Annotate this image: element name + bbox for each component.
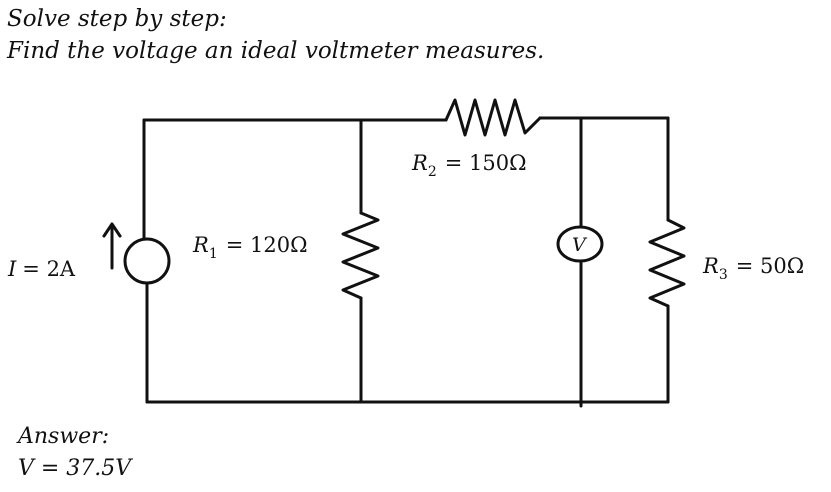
resistor-r3 [648,218,686,308]
r2-label: R2= 150Ω [411,151,527,180]
answer-value: V = 37.5V [18,456,132,481]
voltmeter-label: V [572,234,588,256]
current-source-circle [123,237,171,285]
resistor-r1 [341,211,380,300]
answer-heading: Answer: [18,424,110,449]
current-arrow [102,222,122,270]
prompt-line-1: Solve step by step: [7,6,227,32]
r1-label: R1= 120Ω [192,233,308,262]
r3-label: R3= 50Ω [702,254,804,283]
prompt-line-2: Find the voltage an ideal voltmeter meas… [7,38,545,64]
resistor-r2 [444,98,542,137]
current-label: I= 2A [7,257,76,281]
